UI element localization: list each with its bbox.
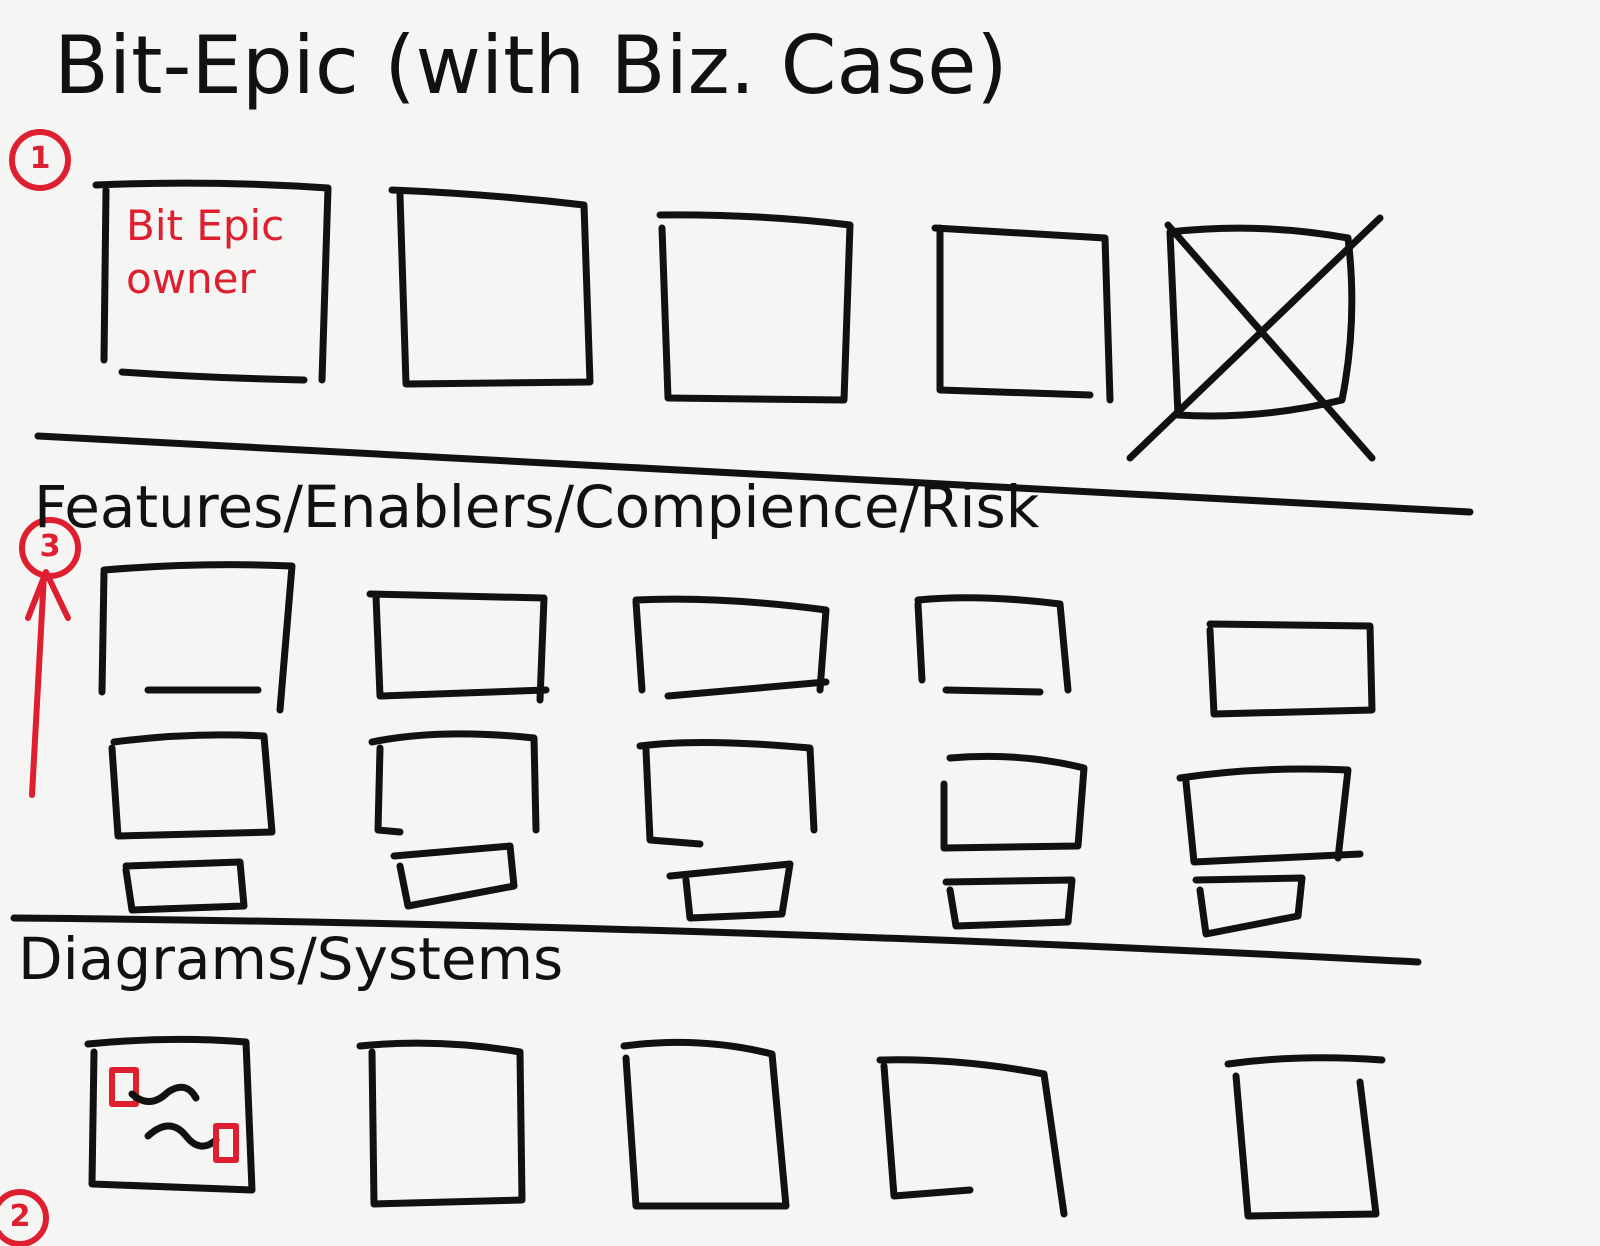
feature-card xyxy=(122,858,248,914)
epic-card-3 xyxy=(656,211,854,404)
feature-card xyxy=(636,738,818,848)
feature-card xyxy=(1206,620,1376,718)
marker-circle-bottom xyxy=(0,1189,49,1246)
diagram-card-sketch xyxy=(84,1035,256,1194)
epic-card-2 xyxy=(388,186,594,388)
diagram-cards-row xyxy=(84,1035,1386,1220)
feature-card xyxy=(368,730,540,836)
mini-box-right xyxy=(213,1123,239,1163)
divider-epic xyxy=(34,432,1474,516)
section-features-heading: Features/Enablers/Compience/Risk xyxy=(34,473,1040,541)
feature-card xyxy=(632,595,830,700)
diagram-card xyxy=(1224,1054,1386,1220)
mini-box-left xyxy=(109,1067,139,1107)
epic-card-owner xyxy=(92,179,332,384)
divider-features xyxy=(10,914,1422,966)
section-diagrams-heading: Diagrams/Systems xyxy=(18,925,564,993)
feature-card xyxy=(1176,765,1364,866)
feature-cards-row-3 xyxy=(122,842,1306,938)
diagram-card xyxy=(620,1038,790,1210)
feature-card xyxy=(942,876,1076,930)
feature-card xyxy=(390,842,518,910)
feature-card xyxy=(366,590,550,704)
feature-card xyxy=(940,752,1088,852)
priority-arrow xyxy=(25,569,71,798)
diagram-card xyxy=(876,1056,1068,1218)
feature-card xyxy=(98,561,296,714)
epic-card-4 xyxy=(931,224,1114,404)
epic-owner-label: Bit Epic owner xyxy=(126,201,285,303)
diagram-card xyxy=(356,1039,526,1208)
marker-circle-top xyxy=(9,129,71,191)
mini-diagram xyxy=(109,1067,239,1163)
mini-link xyxy=(144,1122,220,1150)
feature-cards-row-2 xyxy=(108,730,1364,866)
epic-cards-row xyxy=(92,179,1384,462)
feature-card xyxy=(108,731,276,840)
mini-link xyxy=(128,1083,200,1105)
feature-card xyxy=(914,594,1072,696)
feature-card xyxy=(666,860,794,922)
marker-number-bottom: 2 xyxy=(9,1199,31,1234)
page-title: Bit-Epic (with Biz. Case) xyxy=(54,19,1008,112)
marker-number-middle: 3 xyxy=(39,529,61,564)
feature-card xyxy=(1192,874,1306,938)
marker-number-top: 1 xyxy=(29,141,51,176)
marker-circle-middle xyxy=(19,517,81,579)
reject-cross xyxy=(1126,214,1384,462)
feature-cards-row-1 xyxy=(98,561,1376,718)
epic-card-rejected xyxy=(1166,224,1356,420)
